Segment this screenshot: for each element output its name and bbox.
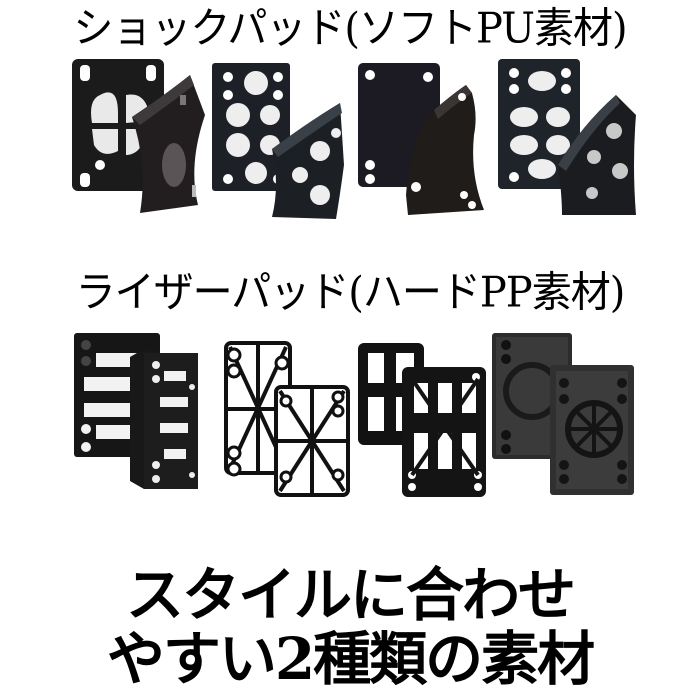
shock-pad-oval-cutout-image: [70, 55, 205, 225]
shock-pad-multi-hole-image: [212, 55, 347, 225]
tagline-line-2: やすい2種類の素材: [106, 625, 595, 693]
riser-pad-lattice-thin-image: [220, 325, 352, 505]
tagline-line-1: スタイルに合わせ: [125, 561, 576, 629]
riser-pad-lattice-image: [354, 325, 489, 505]
shock-pad-solid-image: [354, 55, 489, 225]
riser-pad-wheel-pattern-image: [490, 325, 640, 505]
riser-pad-gallery: [60, 325, 640, 505]
shock-pad-heading: ショックパッド(ソフトPU素材): [73, 4, 627, 54]
riser-pad-heading: ライザーパッド(ハードPP素材): [75, 268, 626, 318]
shock-pad-gallery: [60, 55, 640, 225]
riser-pad-slotted-image: [72, 325, 200, 505]
shock-pad-multi-hole-angled-image: [496, 55, 640, 225]
